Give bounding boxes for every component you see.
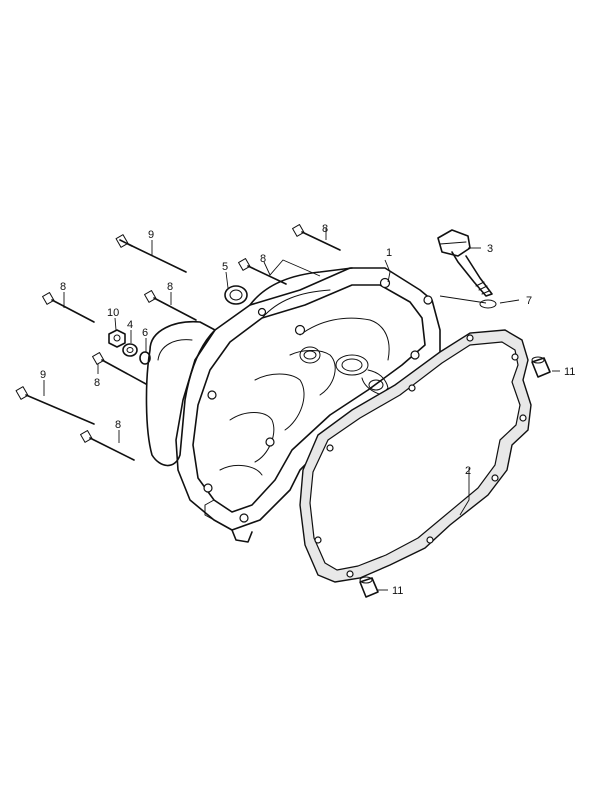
callout-7: 7 — [526, 295, 532, 307]
washer-part — [122, 343, 138, 357]
callout-3: 3 — [487, 243, 493, 255]
callout-5: 5 — [222, 261, 228, 273]
dowel-pin-lower-part — [359, 576, 379, 598]
bolt-9-lower-part — [15, 386, 95, 425]
callout-11-lower: 11 — [392, 585, 403, 597]
callout-11-upper: 11 — [564, 366, 575, 378]
callout-6: 6 — [142, 327, 148, 339]
callout-2: 2 — [465, 465, 471, 477]
bolt-8-bottom-part — [80, 430, 135, 461]
bolt-8-center-part — [144, 290, 197, 321]
oil-filler-cap-part — [437, 229, 493, 297]
callout-9-upper: 9 — [148, 229, 154, 241]
nut-part — [108, 329, 126, 348]
callout-8-left-mid: 8 — [94, 377, 100, 389]
callout-1: 1 — [386, 247, 392, 259]
callout-8-mid: 8 — [260, 253, 266, 265]
callout-8-left-upper: 8 — [60, 281, 66, 293]
callout-9-lower: 9 — [40, 369, 46, 381]
bolt-8-mid-part — [238, 258, 287, 285]
o-ring-part — [479, 299, 497, 309]
sealing-ring-part — [139, 351, 151, 365]
callout-8-center: 8 — [167, 281, 173, 293]
bolt-9-upper-part — [115, 234, 187, 273]
oil-seal-part — [224, 285, 248, 305]
callout-4: 4 — [127, 319, 133, 331]
bolt-8-left-mid-part — [92, 352, 147, 385]
callout-8-bottom: 8 — [115, 419, 121, 431]
dowel-pin-upper-part — [531, 356, 551, 378]
gasket-part — [299, 329, 532, 583]
callout-8-top: 8 — [322, 223, 328, 235]
callout-10: 10 — [107, 307, 119, 319]
bolt-8-top-part — [292, 224, 341, 251]
leader-lines — [43, 228, 560, 591]
bolt-8-left-upper-part — [42, 292, 95, 323]
